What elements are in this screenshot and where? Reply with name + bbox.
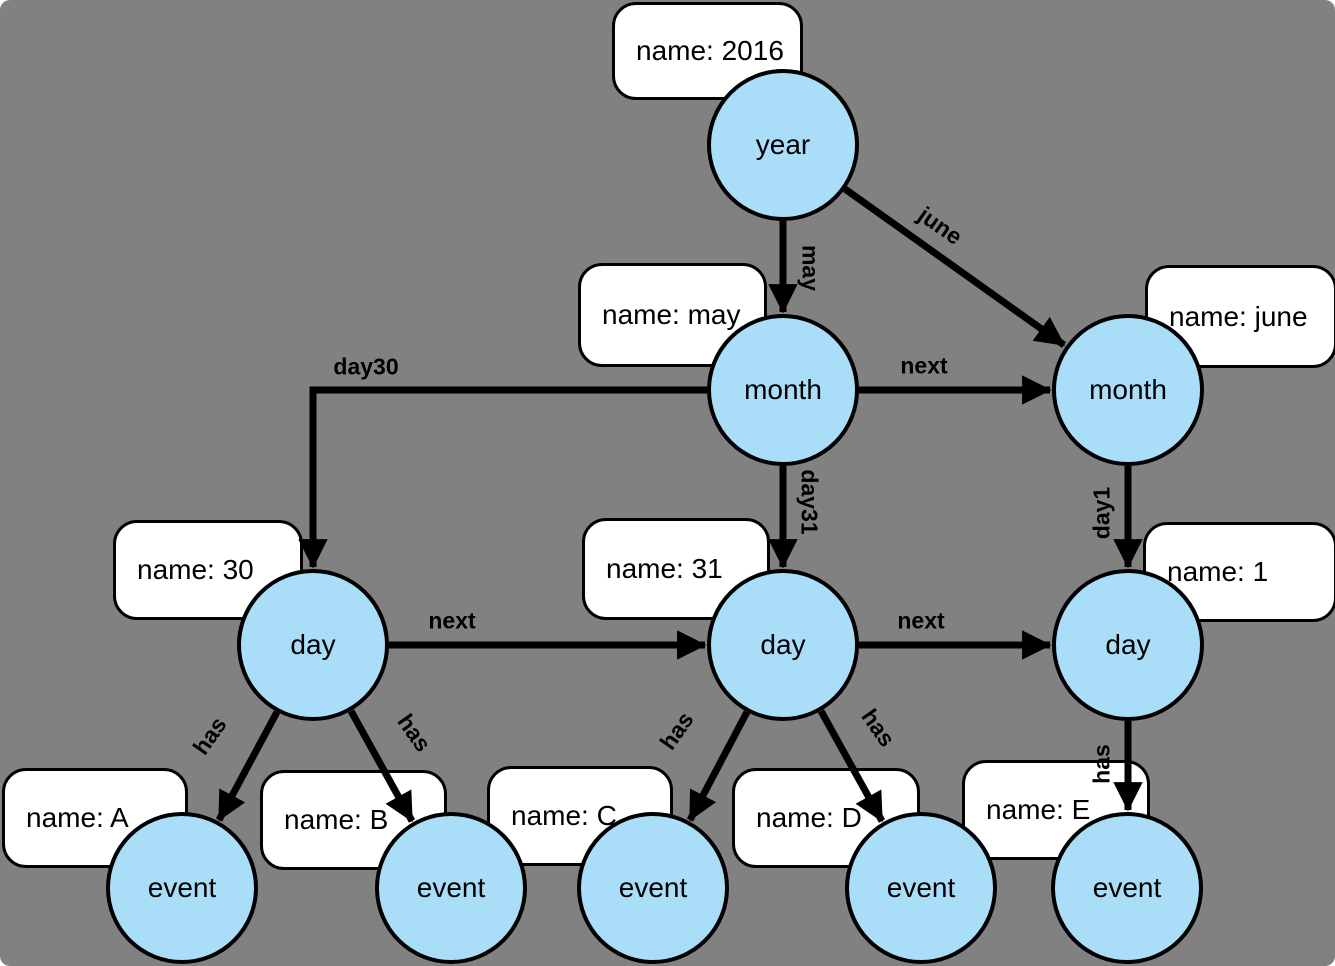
- edge-has-b: [347, 709, 416, 823]
- property-box-prop-2016: name: 2016: [612, 2, 803, 100]
- edge-has-e-label: has: [1088, 744, 1115, 784]
- edge-may-label: may: [797, 244, 824, 292]
- node-event-d: event: [845, 812, 997, 964]
- edge-june: [842, 186, 1067, 348]
- edge-day1-label: day1: [1088, 486, 1115, 540]
- node-event-e: event: [1051, 812, 1203, 964]
- node-year: year: [707, 69, 859, 221]
- edge-day31-label: day31: [796, 469, 823, 535]
- edge-has-d: [817, 709, 886, 823]
- node-day-31: day: [707, 569, 859, 721]
- node-day-1: day: [1052, 569, 1204, 721]
- edge-next-days-2-label: next: [897, 607, 945, 634]
- node-month-june: month: [1052, 314, 1204, 466]
- edge-has-c: [686, 710, 751, 822]
- edge-next-days-1-label: next: [428, 607, 476, 634]
- node-month-may: month: [707, 314, 859, 466]
- node-event-b: event: [375, 812, 527, 964]
- node-event-c: event: [577, 812, 729, 964]
- node-day-30: day: [237, 569, 389, 721]
- edge-day30: [298, 386, 707, 569]
- edge-has-a: [215, 710, 281, 822]
- edge-next-months-label: next: [900, 352, 948, 379]
- node-event-a: event: [106, 812, 258, 964]
- edge-day30-label: day30: [333, 353, 399, 380]
